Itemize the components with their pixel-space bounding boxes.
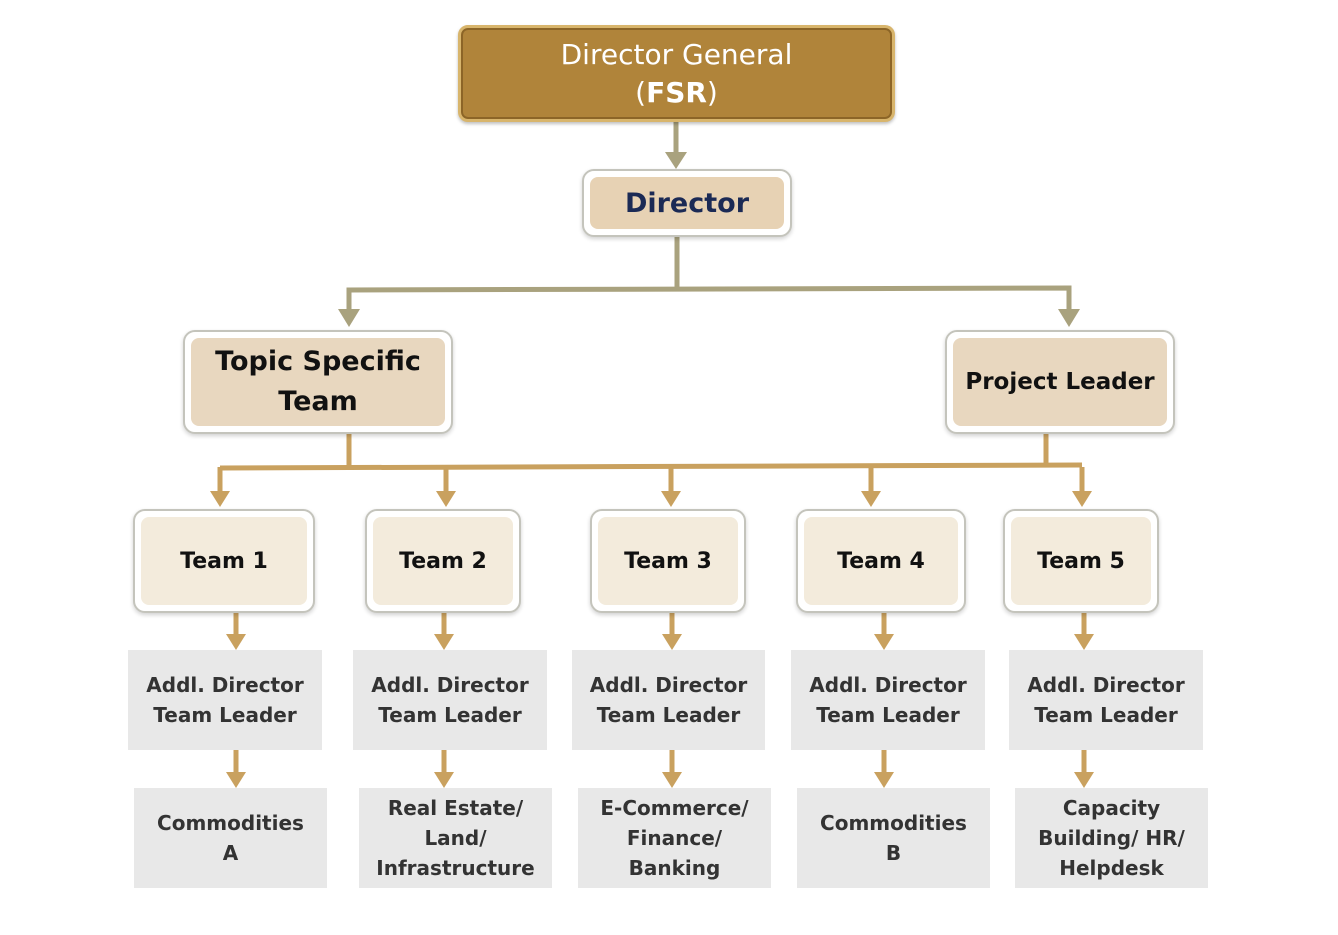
topic-specific-team-line1: Topic Specific <box>215 346 421 377</box>
arrow-team-leader-5-head <box>1074 634 1094 650</box>
team-2-area-line: Land/ <box>424 826 487 850</box>
team-3-area-line: Finance/ <box>626 826 723 850</box>
arrow-head <box>338 309 360 327</box>
team-3-box: Team 3 <box>590 509 746 613</box>
team-3-label: Team 3 <box>598 517 738 605</box>
arrow-team-leader-2-head <box>434 634 454 650</box>
arrow-leader-area-2-head <box>434 772 454 788</box>
team-5-label: Team 5 <box>1011 517 1151 605</box>
team-1-label: Team 1 <box>141 517 307 605</box>
arrow-team-leader-3-head <box>662 634 682 650</box>
arrow-head <box>1058 309 1080 327</box>
team-5-box: Team 5 <box>1003 509 1159 613</box>
arrow-head <box>665 152 687 169</box>
director-box: Director <box>582 169 792 237</box>
arrow-leader-area-1-head <box>226 772 246 788</box>
team-2-area-box: Real Estate/Land/Infrastructure <box>359 788 552 888</box>
team-4-box: Team 4 <box>796 509 966 613</box>
team-5-area-line: Capacity <box>1062 796 1161 820</box>
team-1-lead1: Addl. Director <box>146 673 304 697</box>
connector-team-bus <box>219 462 1083 471</box>
arrow-leader-area-3-head <box>662 772 682 788</box>
team-5-lead2: Team Leader <box>1034 703 1178 727</box>
arrow-team-leader-4-head <box>874 634 894 650</box>
arrow-team-leader-1-head <box>226 634 246 650</box>
arrow-bus-team-2-head <box>436 491 456 507</box>
topic-specific-team-box: Topic Specific Team <box>183 330 453 434</box>
arrow-bus-team-4-head <box>861 491 881 507</box>
director-general-abbr: FSR <box>646 75 707 109</box>
arrow-bus-team-1-head <box>210 491 230 507</box>
team-2-area-line: Infrastructure <box>376 856 535 880</box>
topic-specific-team-line2: Team <box>278 386 358 417</box>
team-2-lead1: Addl. Director <box>371 673 529 697</box>
team-3-area-line: E-Commerce/ <box>600 796 749 820</box>
arrow-leader-area-4-head <box>874 772 894 788</box>
team-1-area-line: A <box>222 841 239 865</box>
team-5-area-line: Helpdesk <box>1059 856 1164 880</box>
arrow-bus-team-3-head <box>661 491 681 507</box>
team-4-area-line: Commodities <box>820 811 967 835</box>
team-1-box: Team 1 <box>133 509 315 613</box>
team-4-lead2: Team Leader <box>816 703 960 727</box>
project-leader-box: Project Leader <box>945 330 1175 434</box>
arrow-bus-team-5-head <box>1072 491 1092 507</box>
team-1-lead2: Team Leader <box>153 703 297 727</box>
director-label: Director <box>590 177 784 229</box>
team-3-area-box: E-Commerce/Finance/Banking <box>578 788 771 888</box>
team-3-area-line: Banking <box>628 856 721 880</box>
team-5-lead1: Addl. Director <box>1027 673 1185 697</box>
team-4-area-line: B <box>885 841 902 865</box>
director-general-box: Director General (FSR) <box>458 25 895 122</box>
team-1-area-line: Commodities <box>157 811 304 835</box>
connector-branch <box>346 285 1072 311</box>
team-4-lead1: Addl. Director <box>809 673 967 697</box>
team-4-label: Team 4 <box>804 517 958 605</box>
team-5-area-line: Building/ HR/ <box>1038 826 1185 850</box>
director-general-title: Director General <box>560 37 793 71</box>
arrow-leader-area-5-head <box>1074 772 1094 788</box>
team-3-lead2: Team Leader <box>596 703 741 727</box>
team-2-area-line: Real Estate/ <box>387 796 524 820</box>
team-2-lead2: Team Leader <box>378 703 522 727</box>
team-2-box: Team 2 <box>365 509 521 613</box>
team-3-lead1: Addl. Director <box>589 673 748 697</box>
project-leader-label: Project Leader <box>953 338 1167 426</box>
team-2-label: Team 2 <box>373 517 513 605</box>
